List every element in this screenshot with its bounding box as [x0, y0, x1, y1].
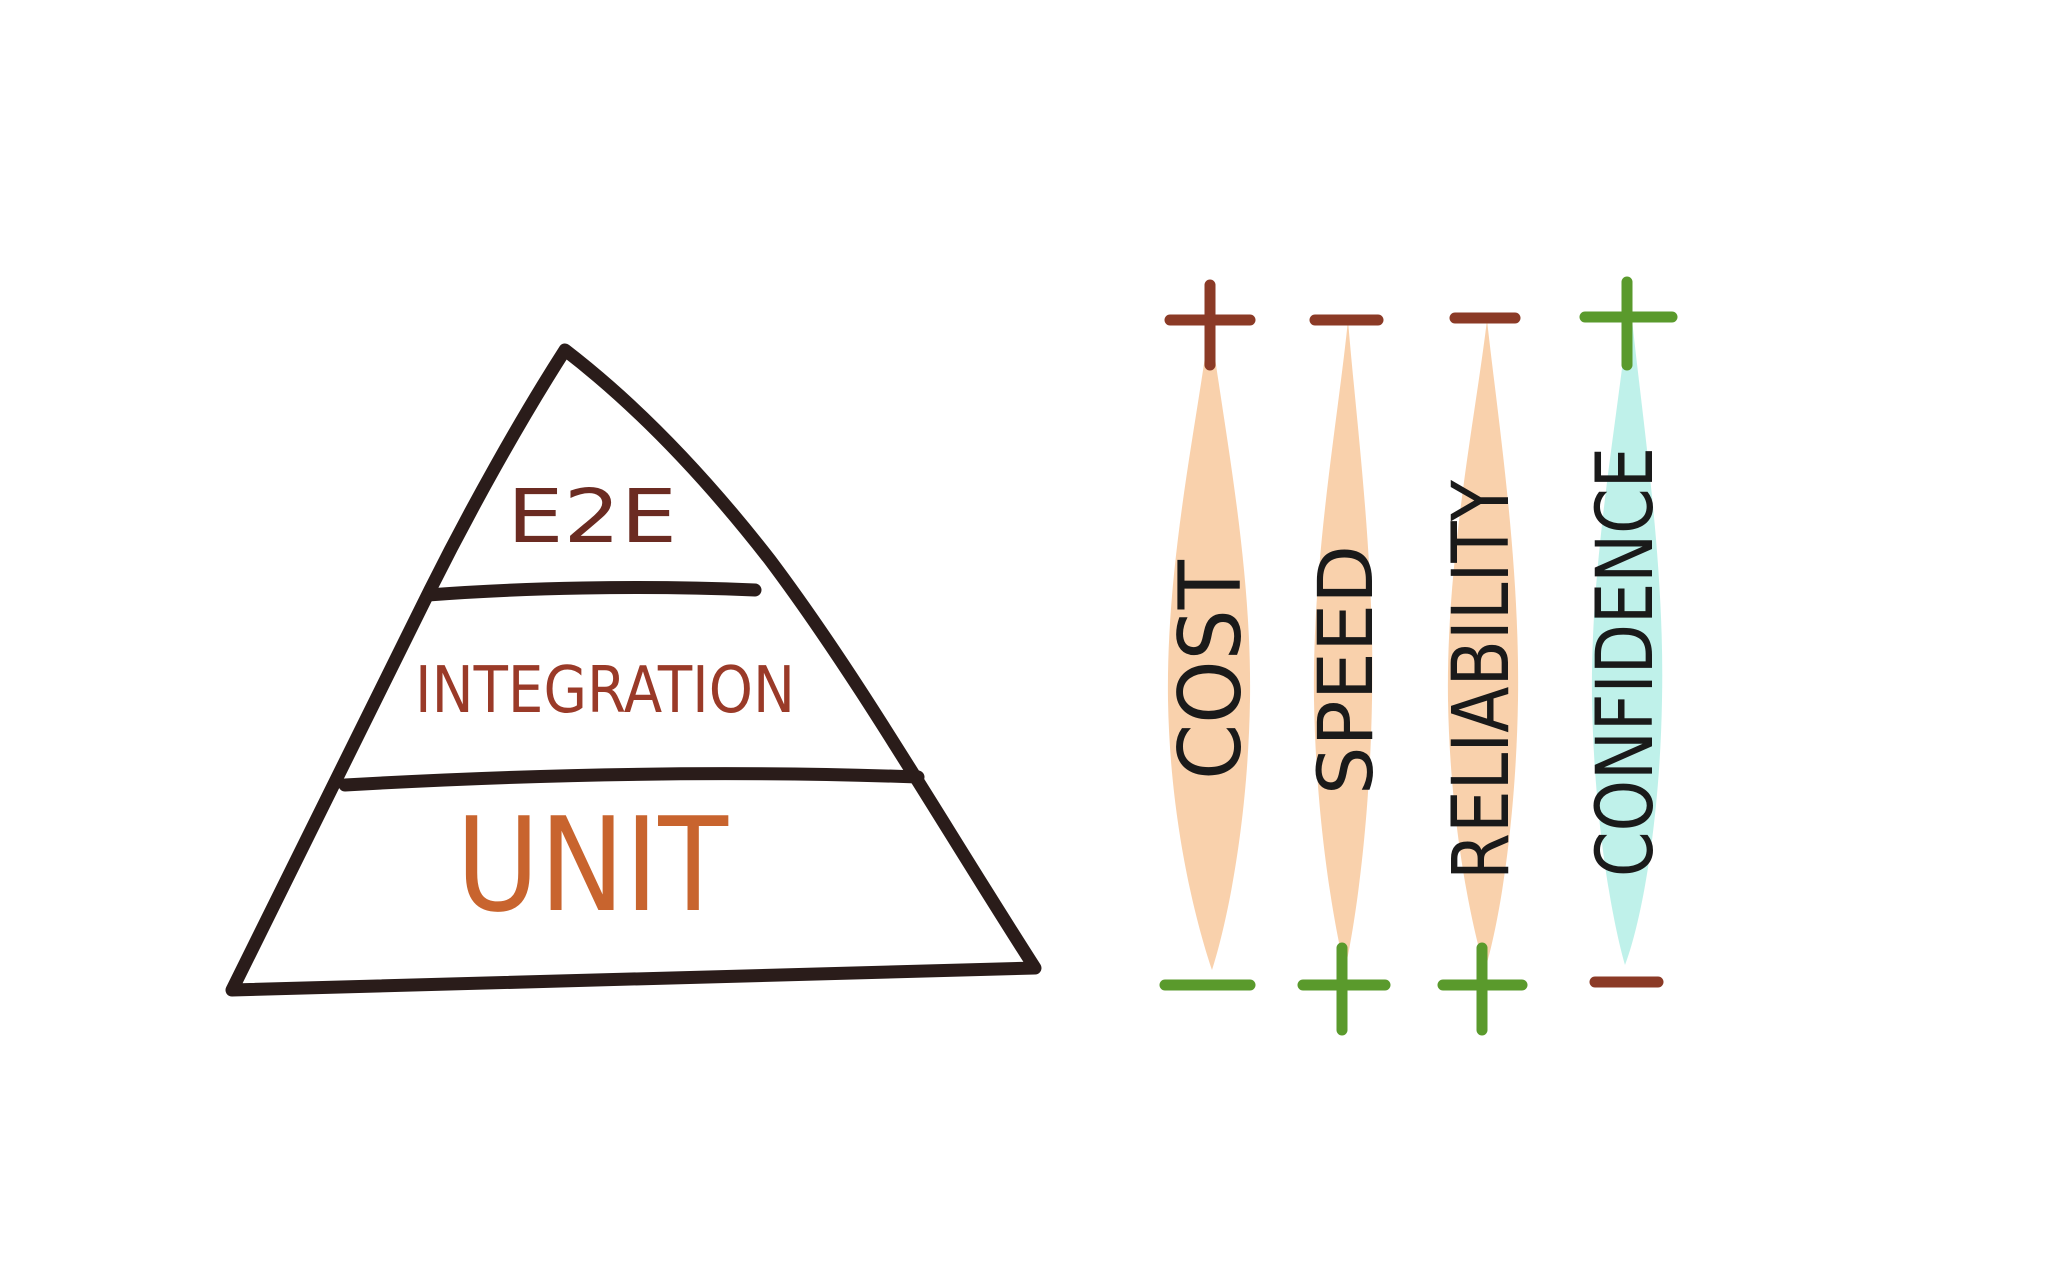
scale-cost-label: COST: [1161, 560, 1261, 780]
scale-reliability-fill: [1447, 320, 1519, 970]
scale-speed: SPEED: [1297, 314, 1391, 1036]
scale-cost: COST: [1159, 279, 1261, 991]
scale-reliability-bottom-plus: [1437, 942, 1528, 1036]
scale-speed-bottom-plus: [1297, 942, 1391, 1036]
pyramid-divider-bottom: [338, 767, 925, 792]
scale-confidence: CONFIDENCE: [1579, 276, 1678, 988]
scale-cost-top-plus: [1164, 279, 1256, 371]
scale-speed-fill: [1313, 320, 1373, 970]
pyramid-level-e2e: E2E: [507, 474, 677, 560]
scale-confidence-label: CONFIDENCE: [1581, 447, 1671, 877]
scale-cost-fill: [1167, 320, 1251, 970]
pyramid-level-integration: INTEGRATION: [415, 654, 795, 728]
pyramid-level-unit: UNIT: [456, 789, 729, 941]
scale-confidence-top-plus: [1579, 276, 1678, 371]
scale-reliability: RELIABILITY: [1437, 312, 1528, 1036]
pyramid-divider-top: [421, 581, 762, 602]
test-pyramid: E2E INTEGRATION UNIT: [225, 343, 1042, 997]
scale-reliability-label: RELIABILITY: [1437, 480, 1527, 880]
pyramid-outline: [225, 343, 1042, 997]
scale-confidence-fill: [1591, 300, 1663, 965]
scale-speed-label: SPEED: [1301, 545, 1390, 795]
